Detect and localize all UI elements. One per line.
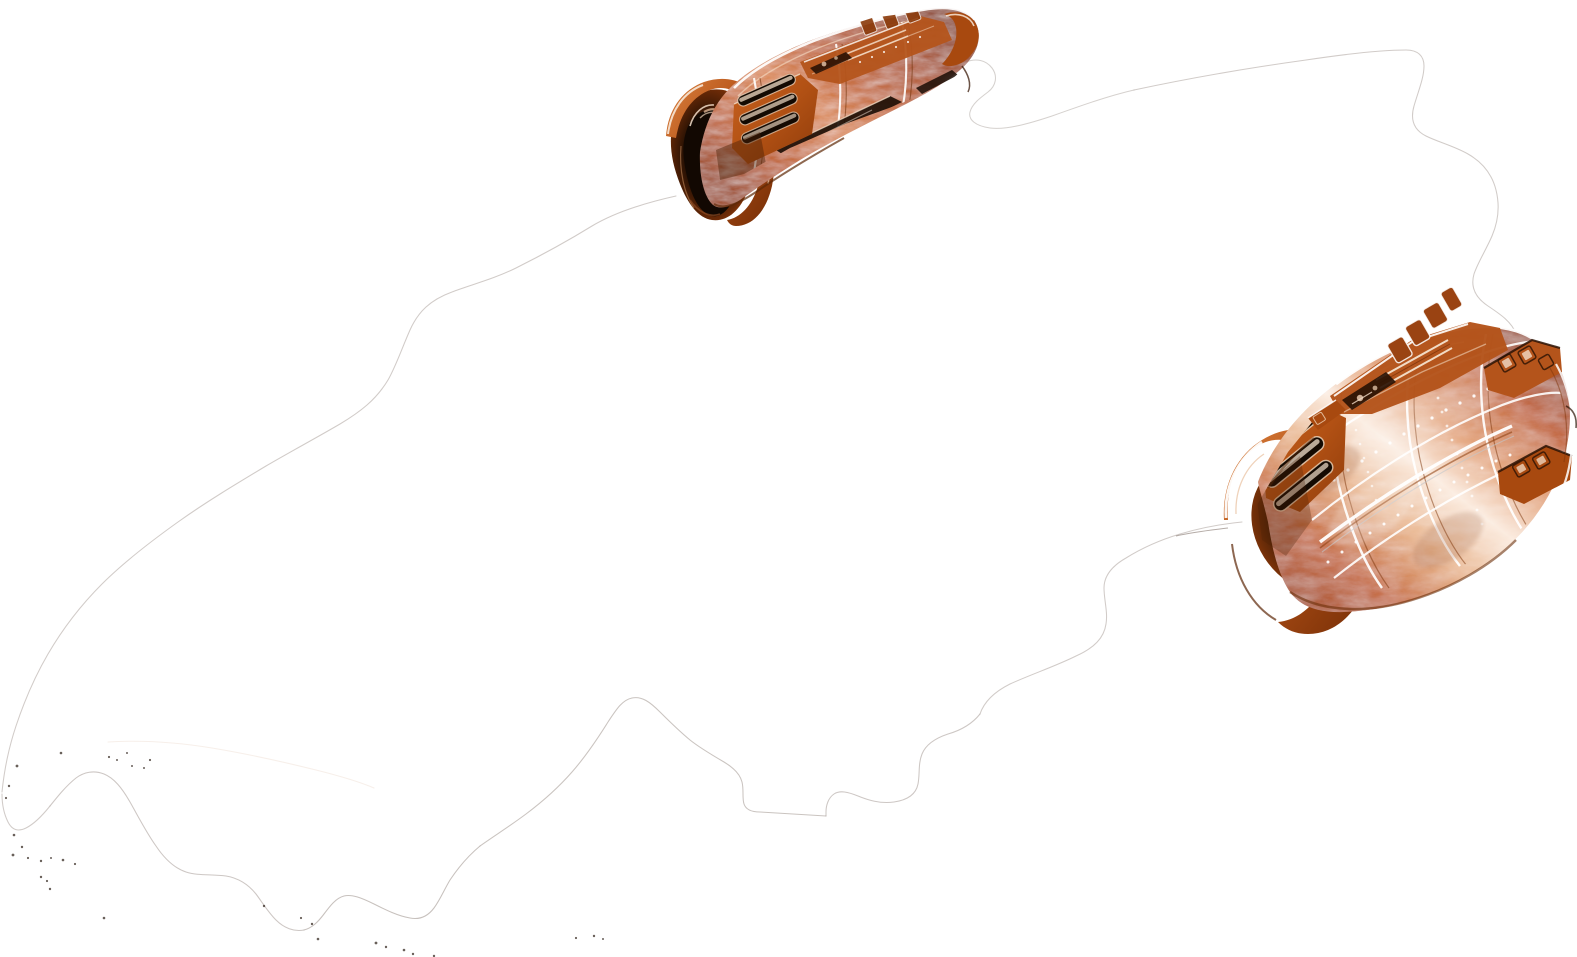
nacelle-big-rear-greebles xyxy=(1483,338,1577,521)
vent-slot-group xyxy=(737,73,800,145)
ghost-hull-outline xyxy=(1,49,1517,931)
ghost-outline-specks xyxy=(4,751,604,957)
nacelle-big-dorsal-greebles xyxy=(1307,286,1508,430)
nacelle-small-vent-panel xyxy=(732,73,818,164)
nacelle-big-junction-shadow xyxy=(1267,437,1315,489)
nacelle-small-tail-cap xyxy=(942,12,979,67)
nacelle-lower-right xyxy=(1223,286,1577,634)
nacelle-small-strut xyxy=(961,65,971,93)
nacelle-upper-left xyxy=(666,6,979,226)
ghost-connector-line xyxy=(1175,527,1229,537)
